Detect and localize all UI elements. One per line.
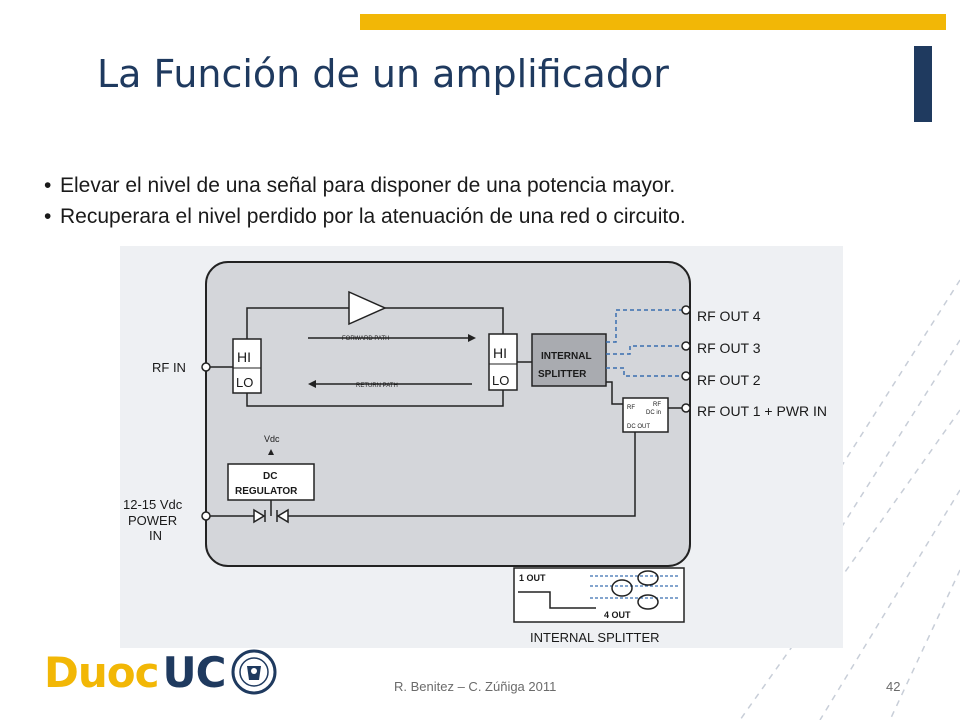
power-in-port (201, 511, 211, 521)
amplifier-diagram: RF IN HI LO HI LO FORWARD PATH RETURN PA… (120, 246, 843, 648)
university-seal-icon (231, 649, 277, 695)
bullet-item: •Elevar el nivel de una señal para dispo… (44, 174, 676, 197)
left-lo-label: LO (236, 375, 253, 390)
vdc-arrow-icon (268, 449, 274, 455)
logo-text-uc: UC (162, 647, 227, 697)
rf-dc-label-2: RF (653, 402, 661, 408)
forward-path-label: FORWARD PATH (342, 336, 389, 342)
rf-in-port (201, 362, 211, 372)
slide-title: La Función de un amplificador (97, 52, 669, 96)
amplifier-diagram-svg: RF IN HI LO HI LO FORWARD PATH RETURN PA… (123, 261, 827, 645)
inset-transformer-icon (637, 570, 659, 586)
top-accent-bar (360, 14, 946, 30)
right-lo-label: LO (492, 373, 509, 388)
side-accent-bar (914, 46, 932, 122)
return-path-label: RETURN PATH (356, 383, 398, 389)
background-dashed-lines (739, 279, 960, 720)
footer-credits: R. Benitez – C. Zúñiga 2011 (394, 679, 557, 694)
page-number: 42 (886, 679, 901, 694)
right-hi-label: HI (493, 345, 507, 361)
rf-out-2-port (681, 371, 691, 381)
regulator-label-line1: DC (263, 471, 277, 482)
rf-out-1-port (681, 403, 691, 413)
bullet-item: •Recuperara el nivel perdido por la aten… (44, 205, 686, 228)
power-label-line2: POWER (128, 513, 177, 528)
rf-out-4-port (681, 305, 691, 315)
right-diplex-filter (488, 333, 518, 391)
rf-out-2-label: RF OUT 2 (697, 372, 761, 388)
dc-regulator-block (227, 463, 315, 501)
rf-dc-combiner (622, 397, 669, 433)
splitter-inset (513, 567, 685, 623)
duoc-uc-logo: Duoc UC (44, 646, 277, 698)
vdc-label: Vdc (264, 434, 280, 444)
splitter-label-line1: INTERNAL (541, 351, 592, 362)
rf-in-label: RF IN (152, 360, 186, 375)
rf-out-4-label: RF OUT 4 (697, 308, 761, 324)
bullet-text: Elevar el nivel de una señal para dispon… (60, 174, 676, 197)
diode-icon (276, 508, 289, 524)
rf-out-3-label: RF OUT 3 (697, 340, 761, 356)
inset-caption: INTERNAL SPLITTER (530, 630, 660, 645)
power-label-line3: IN (149, 528, 162, 543)
logo-text-duoc: Duoc (44, 647, 160, 697)
diode-icon (253, 508, 266, 524)
splitter-label-line2: SPLITTER (538, 369, 587, 380)
inset-4out-label: 4 OUT (604, 610, 631, 620)
inset-transformer-icon (637, 594, 659, 610)
rf-dc-label-4: DC OUT (627, 424, 650, 430)
rf-dc-label-1: RF (627, 405, 635, 411)
regulator-label-line2: REGULATOR (235, 486, 298, 497)
rf-out-3-port (681, 341, 691, 351)
internal-splitter-block (531, 333, 607, 387)
rf-out-1-label: RF OUT 1 + PWR IN (697, 403, 827, 419)
left-hi-label: HI (237, 349, 251, 365)
amplifier-triangle-icon (348, 290, 387, 326)
rf-dc-label-3: DC in (646, 410, 661, 416)
inset-1out-label: 1 OUT (519, 573, 546, 583)
inset-transformer-icon (611, 579, 633, 597)
bullet-text: Recuperara el nivel perdido por la atenu… (60, 205, 686, 228)
power-label-line1: 12-15 Vdc (123, 497, 183, 512)
bullet-list: •Elevar el nivel de una señal para dispo… (44, 170, 686, 232)
